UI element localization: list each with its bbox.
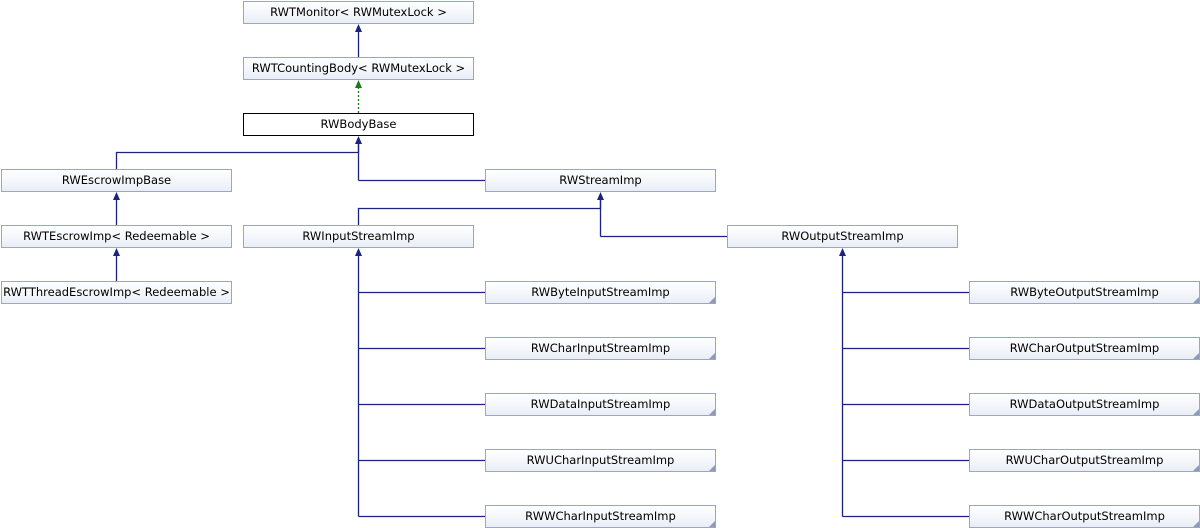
arrowhead-escrowbase (113, 192, 120, 200)
class-node-wcharinput[interactable]: RWWCharInputStreamImp (485, 505, 716, 528)
arrowhead-bodybase (355, 136, 362, 144)
class-node-dataoutput[interactable]: RWDataOutputStreamImp (969, 393, 1200, 416)
class-node-inputstream[interactable]: RWInputStreamImp (243, 225, 474, 248)
arrowhead-outputstream (839, 248, 846, 256)
edge-inputstream-to-streamimp (357, 207, 601, 225)
class-node-counting[interactable]: RWTCountingBody< RWMutexLock > (243, 57, 474, 80)
class-node-ucharinput[interactable]: RWUCharInputStreamImp (485, 449, 716, 472)
arrowhead-monitor (355, 24, 362, 32)
class-node-charinput[interactable]: RWCharInputStreamImp (485, 337, 716, 360)
class-node-threadescrow[interactable]: RWTThreadEscrowImp< Redeemable > (1, 281, 232, 304)
arrowhead-counting (355, 80, 362, 88)
class-node-outputstream[interactable]: RWOutputStreamImp (727, 225, 958, 248)
class-node-streamimp[interactable]: RWStreamImp (485, 169, 716, 192)
class-node-charoutput[interactable]: RWCharOutputStreamImp (969, 337, 1200, 360)
class-node-byteinput[interactable]: RWByteInputStreamImp (485, 281, 716, 304)
arrowhead-inputstream (355, 248, 362, 256)
class-node-monitor[interactable]: RWTMonitor< RWMutexLock > (243, 1, 474, 24)
arrowhead-tescrow (113, 248, 120, 256)
class-node-tescrow[interactable]: RWTEscrowImp< Redeemable > (1, 225, 232, 248)
arrowhead-streamimp (597, 192, 604, 200)
class-node-ucharoutput[interactable]: RWUCharOutputStreamImp (969, 449, 1200, 472)
class-node-bodybase: RWBodyBase (243, 113, 474, 136)
class-node-byteoutput[interactable]: RWByteOutputStreamImp (969, 281, 1200, 304)
class-node-datainput[interactable]: RWDataInputStreamImp (485, 393, 716, 416)
class-node-wcharoutput[interactable]: RWWCharOutputStreamImp (969, 505, 1200, 528)
edge-escrowbase-to-bodybase (115, 151, 359, 169)
class-node-escrowbase[interactable]: RWEscrowImpBase (1, 169, 232, 192)
